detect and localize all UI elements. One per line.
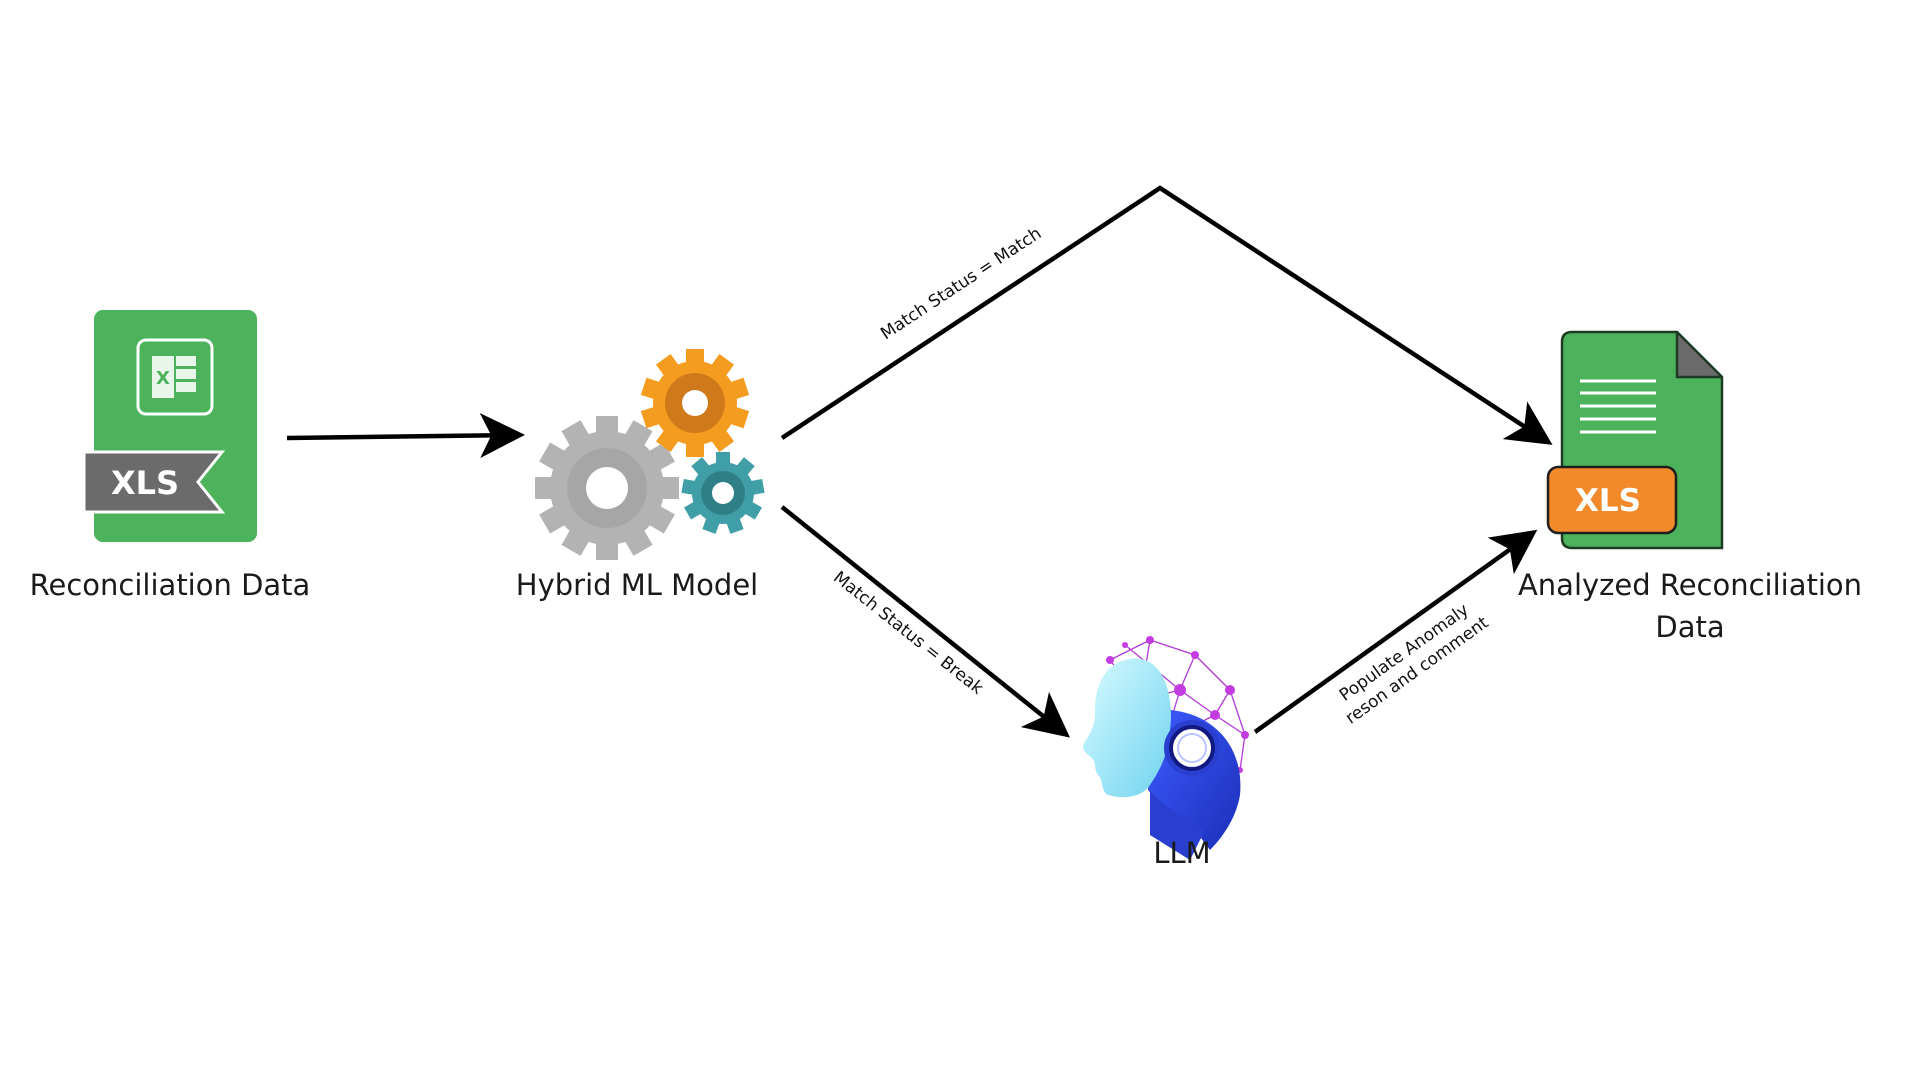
teal-gear-icon — [681, 452, 765, 534]
output-badge-text: XLS — [1575, 483, 1641, 519]
output-label-line2: Data — [1655, 610, 1724, 644]
gears-icon — [535, 349, 765, 560]
edge-label-match: Match Status = Match — [877, 224, 1045, 345]
arrow-model-to-output-match — [780, 185, 1553, 445]
source-label: Reconciliation Data — [30, 568, 311, 602]
xls-document-icon — [1546, 330, 1724, 550]
orange-gear-icon — [640, 349, 750, 457]
edge-label-break: Match Status = Break — [829, 568, 987, 699]
excel-file-icon: X — [82, 310, 257, 542]
output-label-line1: Analyzed Reconciliation — [1518, 568, 1862, 602]
arrow-model-to-llm-break — [780, 505, 1071, 738]
gray-gear-icon — [535, 416, 679, 560]
llm-label: LLM — [1153, 836, 1210, 870]
ai-head-icon — [1083, 636, 1249, 860]
svg-text:X: X — [156, 368, 170, 389]
arrow-llm-to-output — [1253, 529, 1538, 734]
source-badge-text: XLS — [111, 464, 179, 502]
model-label: Hybrid ML Model — [516, 568, 758, 602]
arrow-source-to-model — [286, 412, 525, 458]
